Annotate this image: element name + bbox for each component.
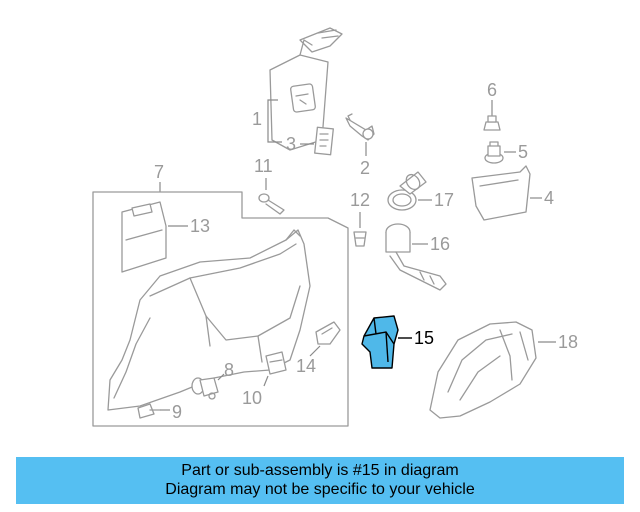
callout-3: 3 [286,134,296,154]
part-7-quarter-trim[interactable] [107,229,311,411]
callout-17: 17 [434,190,454,210]
part-15-highlighted[interactable] [361,315,399,369]
part-7-assembly-outline [92,191,349,427]
callout-2: 2 [360,158,370,178]
callout-12: 12 [350,190,370,210]
callout-7: 7 [154,162,164,182]
leader-10 [263,375,269,387]
callout-9: 9 [172,402,182,422]
part-10-bracket[interactable] [265,351,287,375]
part-2-screw[interactable] [345,113,375,141]
banner-line-2: Diagram may not be specific to your vehi… [165,481,475,498]
callout-6: 6 [487,80,497,100]
part-11-bolt[interactable] [258,193,285,215]
part-12-clip[interactable] [353,231,367,247]
callout-11: 11 [254,156,273,176]
callout-4: 4 [544,188,554,208]
info-banner: Part or sub-assembly is #15 in diagram D… [16,457,624,504]
callout-18: 18 [558,332,578,352]
callout-5: 5 [518,142,528,162]
part-9-clip[interactable] [137,403,161,419]
callout-15: 15 [414,328,434,348]
parts-diagram: 1 3 2 6 5 4 17 [92,27,578,427]
part-4-panel[interactable] [471,165,531,221]
callout-14: 14 [296,356,316,376]
part-17-filler-cap[interactable] [387,171,427,211]
callout-1-bracket [267,99,282,143]
leader-8 [217,373,225,381]
banner-line-1: Part or sub-assembly is #15 in diagram [181,462,459,479]
part-3-clip[interactable] [314,126,334,156]
callout-10: 10 [242,388,262,408]
callout-16: 16 [430,234,450,254]
part-8-clip[interactable] [191,377,219,400]
part-5-grommet[interactable] [484,141,504,164]
part-6-bolt[interactable] [483,115,501,131]
part-16-filler-neck[interactable] [385,223,447,291]
callout-1: 1 [252,109,262,129]
callout-13: 13 [190,216,210,236]
callout-8: 8 [224,360,234,380]
part-13-cover[interactable] [121,201,167,273]
leader-14 [309,345,321,357]
part-18-wheelhouse[interactable] [429,321,537,419]
part-14-hook[interactable] [315,321,341,345]
